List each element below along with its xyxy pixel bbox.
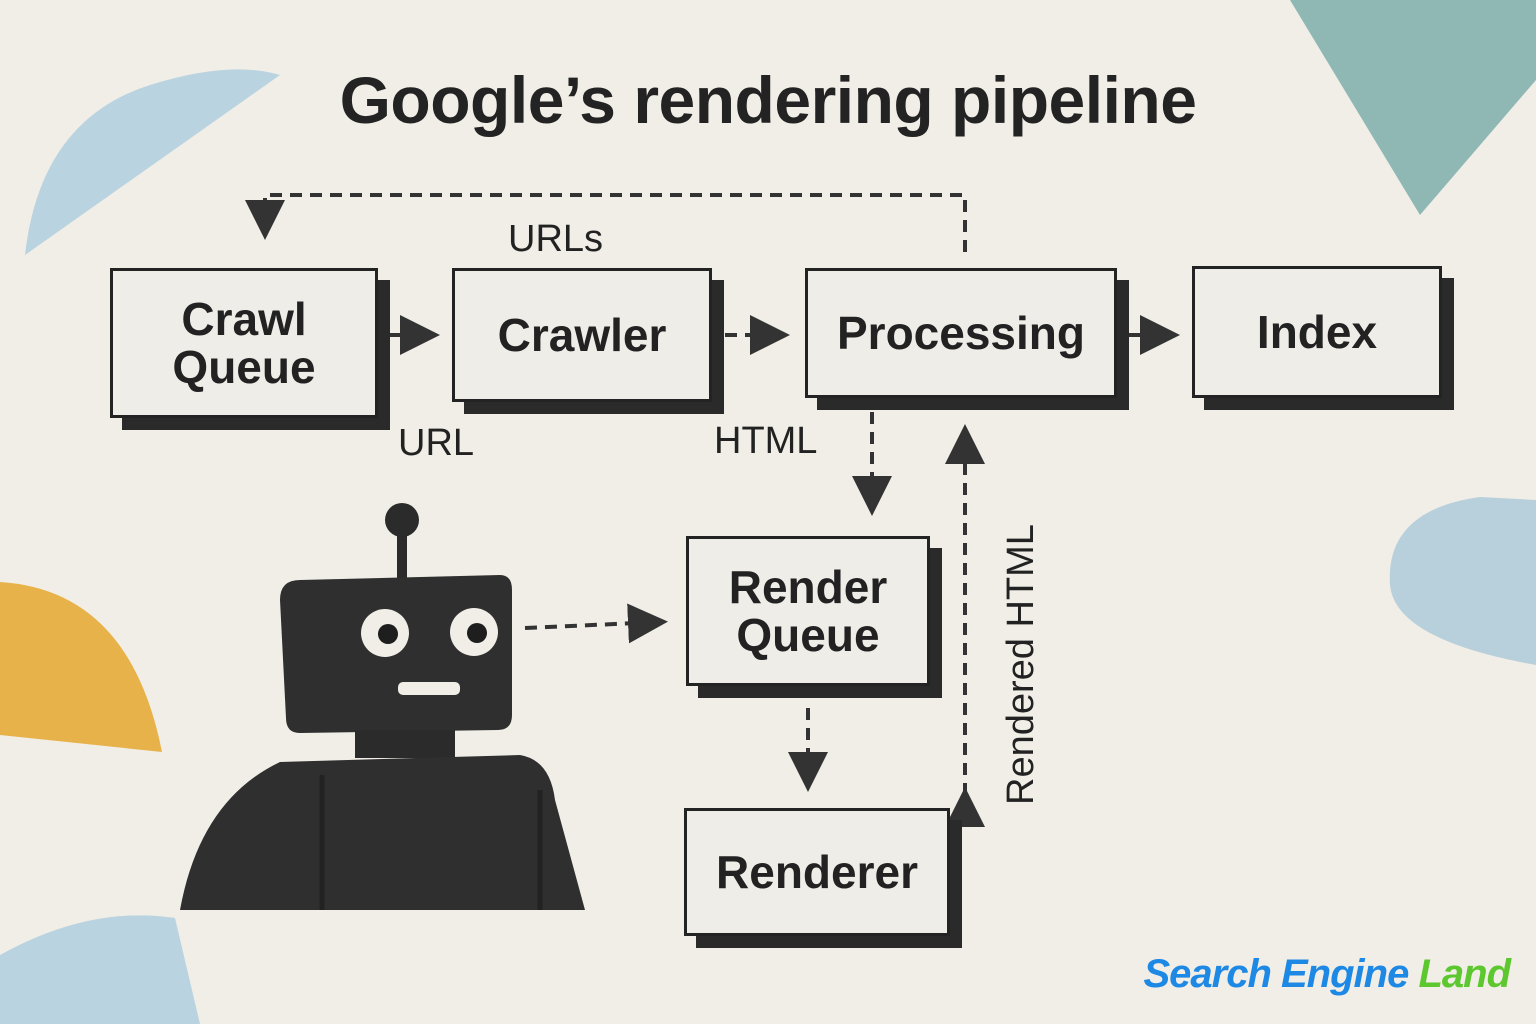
decor-blue-blob-topleft bbox=[25, 69, 280, 255]
edge-processing-to-crawl-queue bbox=[245, 193, 967, 252]
edge-label-url: URL bbox=[398, 422, 475, 464]
edge-label-rendered-html: Rendered HTML bbox=[1000, 524, 1042, 805]
diagram-title: Google’s rendering pipeline bbox=[339, 63, 1197, 137]
decor-orange-semicircle-left bbox=[0, 582, 162, 752]
robot-icon bbox=[180, 503, 585, 910]
search-engine-land-logo: Search Engine Land bbox=[1143, 952, 1511, 997]
edge-label-html: HTML bbox=[714, 420, 818, 462]
node-crawl-queue: Crawl Queue bbox=[110, 268, 378, 418]
logo-text-land: Land bbox=[1418, 952, 1511, 996]
logo-text-search-engine: Search Engine bbox=[1143, 952, 1409, 996]
decor-teal-triangle-topright bbox=[1290, 0, 1536, 215]
node-render-queue: Render Queue bbox=[686, 536, 930, 686]
node-crawler: Crawler bbox=[452, 268, 712, 402]
node-processing: Processing bbox=[805, 268, 1117, 398]
decor-blue-shape-bottomleft bbox=[0, 915, 200, 1024]
node-renderer: Renderer bbox=[684, 808, 950, 936]
node-index: Index bbox=[1192, 266, 1442, 398]
decor-blue-blob-right bbox=[1389, 497, 1536, 665]
edge-label-urls: URLs bbox=[508, 218, 604, 260]
edge-robot-to-render-queue bbox=[524, 603, 668, 644]
